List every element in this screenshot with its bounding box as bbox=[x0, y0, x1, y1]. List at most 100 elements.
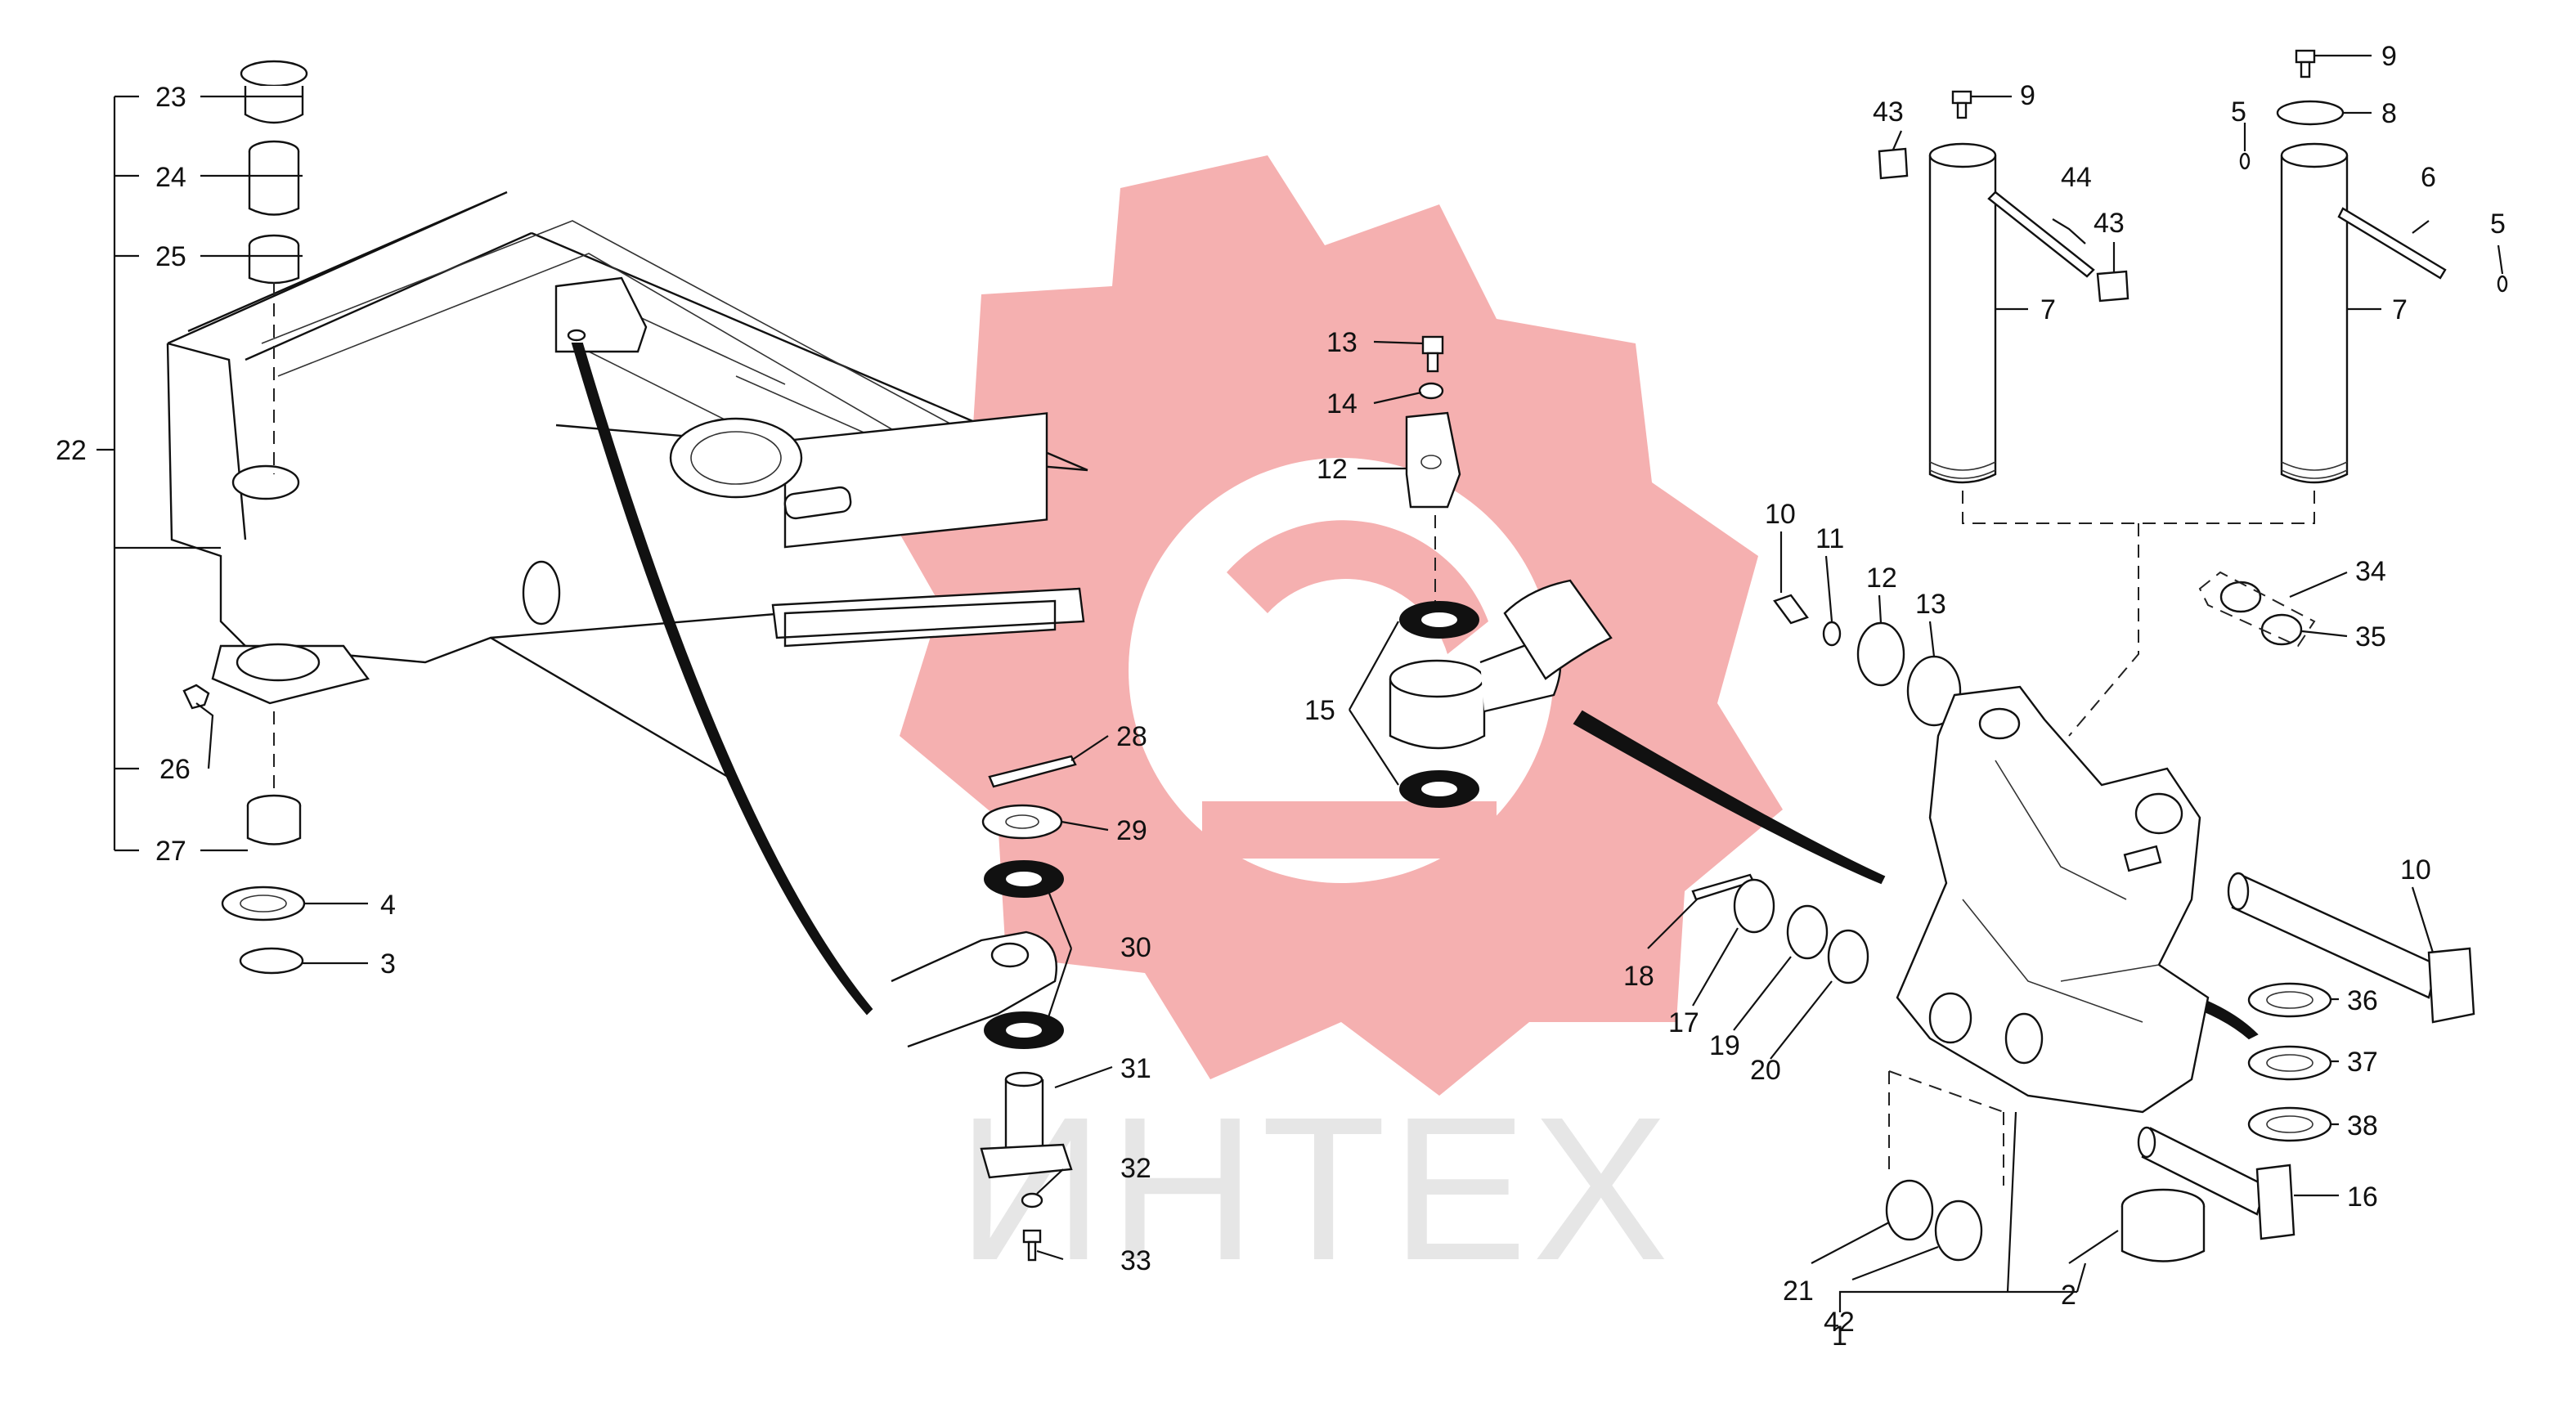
pivot-pin-assembly bbox=[1389, 579, 1613, 750]
washer-40 bbox=[2247, 1045, 2332, 1081]
pivot-pin-cylinder bbox=[1389, 679, 1486, 750]
bushing-27-body bbox=[248, 151, 300, 216]
label-part-43-left: 43 bbox=[1873, 96, 1904, 128]
label-part-18: 15 bbox=[1304, 695, 1335, 726]
label-part-15: 12 bbox=[1317, 454, 1348, 485]
label-part-13: 12 bbox=[1866, 563, 1897, 594]
label-part-1: 1 bbox=[1832, 1321, 1847, 1352]
pin-34-top bbox=[1004, 1071, 1043, 1087]
label-part-20: 17 bbox=[1668, 1007, 1699, 1038]
thrust-washer-33-upper bbox=[984, 860, 1064, 898]
bushing-26-body bbox=[244, 86, 304, 124]
label-part-4: 4 bbox=[380, 890, 396, 921]
label-part-14: 13 bbox=[1915, 589, 1946, 620]
washer-17 bbox=[1418, 382, 1444, 400]
pivot-pin-arm bbox=[1503, 579, 1613, 680]
label-part-40: 37 bbox=[2347, 1047, 2378, 1078]
grease-fitting-29 bbox=[182, 684, 210, 710]
label-part-11: 10 bbox=[1765, 499, 1796, 530]
watermark-gear-arc bbox=[1227, 520, 1488, 654]
frame-side-wall bbox=[771, 587, 1085, 648]
pin-7-right bbox=[2280, 142, 2349, 484]
frame-bracket bbox=[554, 276, 648, 353]
arrow-curve-right bbox=[1573, 710, 1886, 885]
frame-slot bbox=[783, 486, 852, 520]
swing-bracket-1-bore-top bbox=[1978, 707, 2021, 740]
washer-39-hole bbox=[2266, 991, 2313, 1009]
link-arm bbox=[891, 930, 1057, 1048]
label-part-10: 10 bbox=[2400, 854, 2431, 886]
bolt-36 bbox=[1022, 1229, 1042, 1262]
bolt-9-right-head bbox=[2295, 49, 2316, 64]
block-15 bbox=[1405, 411, 1461, 509]
washer-12 bbox=[1822, 621, 1842, 647]
pin-34-shaft bbox=[1004, 1079, 1044, 1155]
block-15-hole bbox=[1420, 455, 1442, 469]
label-part-32: 29 bbox=[1116, 815, 1147, 846]
swing-bracket-1-bore-right bbox=[2134, 792, 2183, 835]
bushing-26 bbox=[240, 60, 308, 124]
pin-7-left bbox=[1928, 142, 1997, 484]
label-part-35: 32 bbox=[1120, 1153, 1151, 1184]
label-part-44: 44 bbox=[2061, 162, 2092, 193]
label-part-5-right: 5 bbox=[2490, 209, 2506, 240]
washer-4-hole bbox=[240, 895, 287, 913]
frame-lower-boss bbox=[236, 643, 321, 682]
frame-center-hole bbox=[669, 417, 803, 499]
bolt-9-left bbox=[1951, 90, 1972, 119]
washer-4 bbox=[221, 886, 306, 921]
label-part-9-right: 9 bbox=[2381, 41, 2397, 72]
washer-37 bbox=[2219, 581, 2262, 613]
snap-ring-3 bbox=[239, 947, 304, 975]
pin-10 bbox=[2227, 872, 2475, 1024]
pin-34-plate bbox=[980, 1143, 1073, 1179]
pin-34 bbox=[980, 1071, 1073, 1179]
label-part-33: 30 bbox=[1120, 932, 1151, 963]
label-part-29: 26 bbox=[159, 754, 191, 785]
bolt-16 bbox=[1421, 335, 1444, 373]
rod-44 bbox=[1987, 191, 2095, 278]
pin-10-plate bbox=[2427, 947, 2475, 1024]
group-25-bracket bbox=[96, 95, 303, 852]
label-part-16: 13 bbox=[1326, 327, 1358, 358]
frame-access-panel bbox=[783, 412, 1048, 549]
leaders-left bbox=[195, 95, 368, 965]
pin-7-right-top bbox=[2280, 142, 2349, 168]
label-part-8: 8 bbox=[2381, 98, 2397, 129]
part-labels: 23 24 25 22 26 27 4 3 13 14 12 15 28 29 … bbox=[56, 41, 2506, 1352]
grease-fitting-29-body bbox=[182, 684, 210, 710]
leaders-right bbox=[1647, 54, 2504, 1312]
label-part-3: 3 bbox=[380, 948, 396, 980]
label-part-42: 42 bbox=[1824, 1307, 1855, 1338]
label-part-25: 22 bbox=[56, 435, 87, 466]
label-part-31: 28 bbox=[1116, 721, 1147, 752]
bushing-28-body bbox=[248, 245, 300, 285]
label-part-6: 6 bbox=[2421, 162, 2436, 193]
pin-7-left-body bbox=[1928, 155, 1997, 484]
label-part-24: 21 bbox=[1783, 1276, 1814, 1307]
label-part-30: 27 bbox=[155, 836, 186, 867]
thrust-washer-33-lower-hole bbox=[1006, 1023, 1042, 1038]
pin-7-right-grooves bbox=[2281, 461, 2348, 479]
washer-41-hole bbox=[2266, 1115, 2313, 1133]
label-part-41: 38 bbox=[2347, 1110, 2378, 1141]
washer-39 bbox=[2247, 982, 2332, 1018]
frame-top-rails bbox=[261, 220, 1015, 500]
washer-42 bbox=[1934, 1199, 1983, 1262]
washer-13 bbox=[1856, 621, 1905, 687]
label-part-22: 19 bbox=[1709, 1030, 1740, 1061]
pin-19-plate bbox=[2255, 1164, 2296, 1240]
bolt-9-left-head bbox=[1951, 90, 1972, 105]
label-part-34: 31 bbox=[1120, 1053, 1151, 1084]
swing-bracket-1-outline bbox=[1896, 685, 2210, 1114]
swing-bracket-1 bbox=[1896, 685, 2210, 1114]
label-part-12: 11 bbox=[1815, 523, 1844, 554]
washer-20 bbox=[1733, 878, 1775, 934]
label-part-17: 14 bbox=[1326, 388, 1358, 419]
label-part-7-right: 7 bbox=[2392, 294, 2408, 325]
pin-10-end bbox=[2227, 872, 2250, 911]
label-part-19: 16 bbox=[2347, 1182, 2378, 1213]
pin-19-end bbox=[2137, 1126, 2156, 1159]
bolt-9-left-shank bbox=[1956, 101, 1968, 119]
